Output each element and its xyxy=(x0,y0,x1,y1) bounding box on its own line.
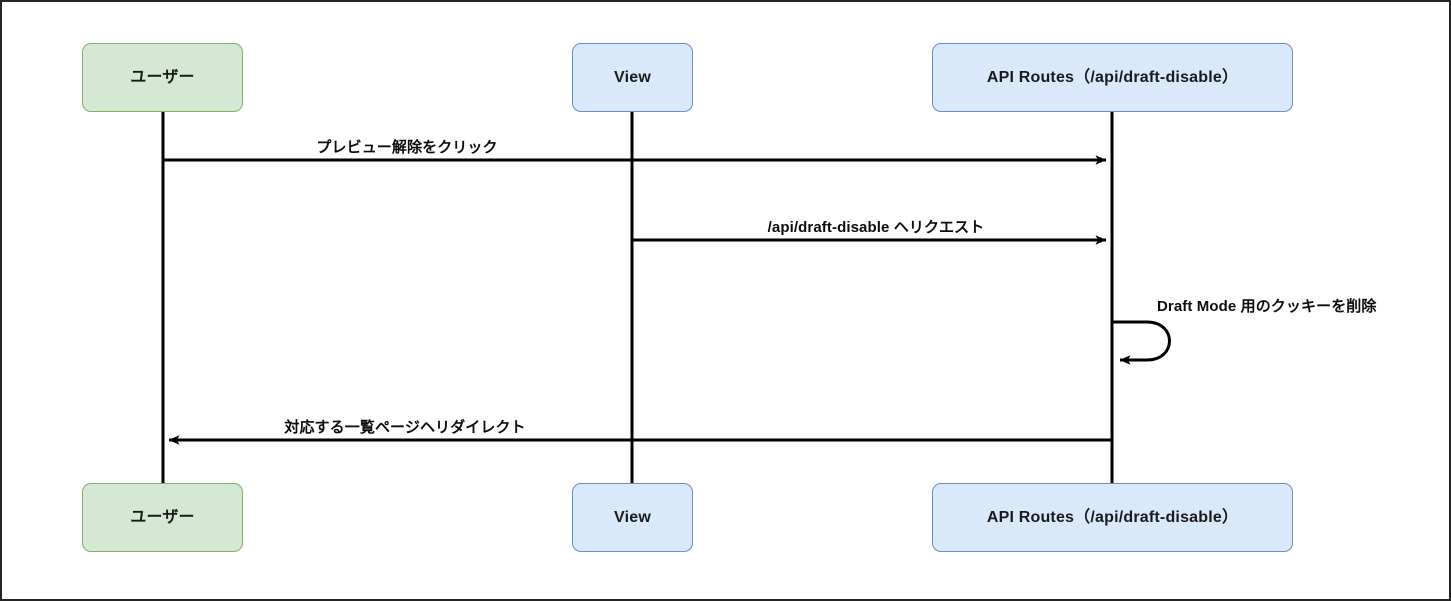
message-arrow-delete-draft-cookie xyxy=(1113,320,1171,365)
participant-label-api-bottom: API Routes（/api/draft-disable） xyxy=(986,508,1239,526)
participant-box-user-top[interactable]: ユーザー xyxy=(82,43,243,112)
participant-label-user-top: ユーザー xyxy=(130,68,195,86)
participant-label-view-top: View xyxy=(614,68,651,86)
participant-box-user-bottom[interactable]: ユーザー xyxy=(82,483,243,552)
participant-box-view-bottom[interactable]: View xyxy=(572,483,693,552)
message-label-redirect-list-page: 対応する一覧ページヘリダイレクト xyxy=(284,419,526,436)
participant-label-view-bottom: View xyxy=(614,508,651,526)
participant-box-api-bottom[interactable]: API Routes（/api/draft-disable） xyxy=(932,483,1293,552)
participant-box-api-top[interactable]: API Routes（/api/draft-disable） xyxy=(932,43,1293,112)
message-label-api-request: /api/draft-disable ヘリクエスト xyxy=(767,219,985,236)
participant-box-view-top[interactable]: View xyxy=(572,43,693,112)
message-label-delete-draft-cookie: Draft Mode 用のクッキーを削除 xyxy=(1157,298,1377,315)
message-label-click-preview-disable: プレビュー解除をクリック xyxy=(316,139,498,156)
participant-label-api-top: API Routes（/api/draft-disable） xyxy=(986,68,1239,86)
participant-label-user-bottom: ユーザー xyxy=(130,508,195,526)
lifelines xyxy=(161,112,1114,483)
